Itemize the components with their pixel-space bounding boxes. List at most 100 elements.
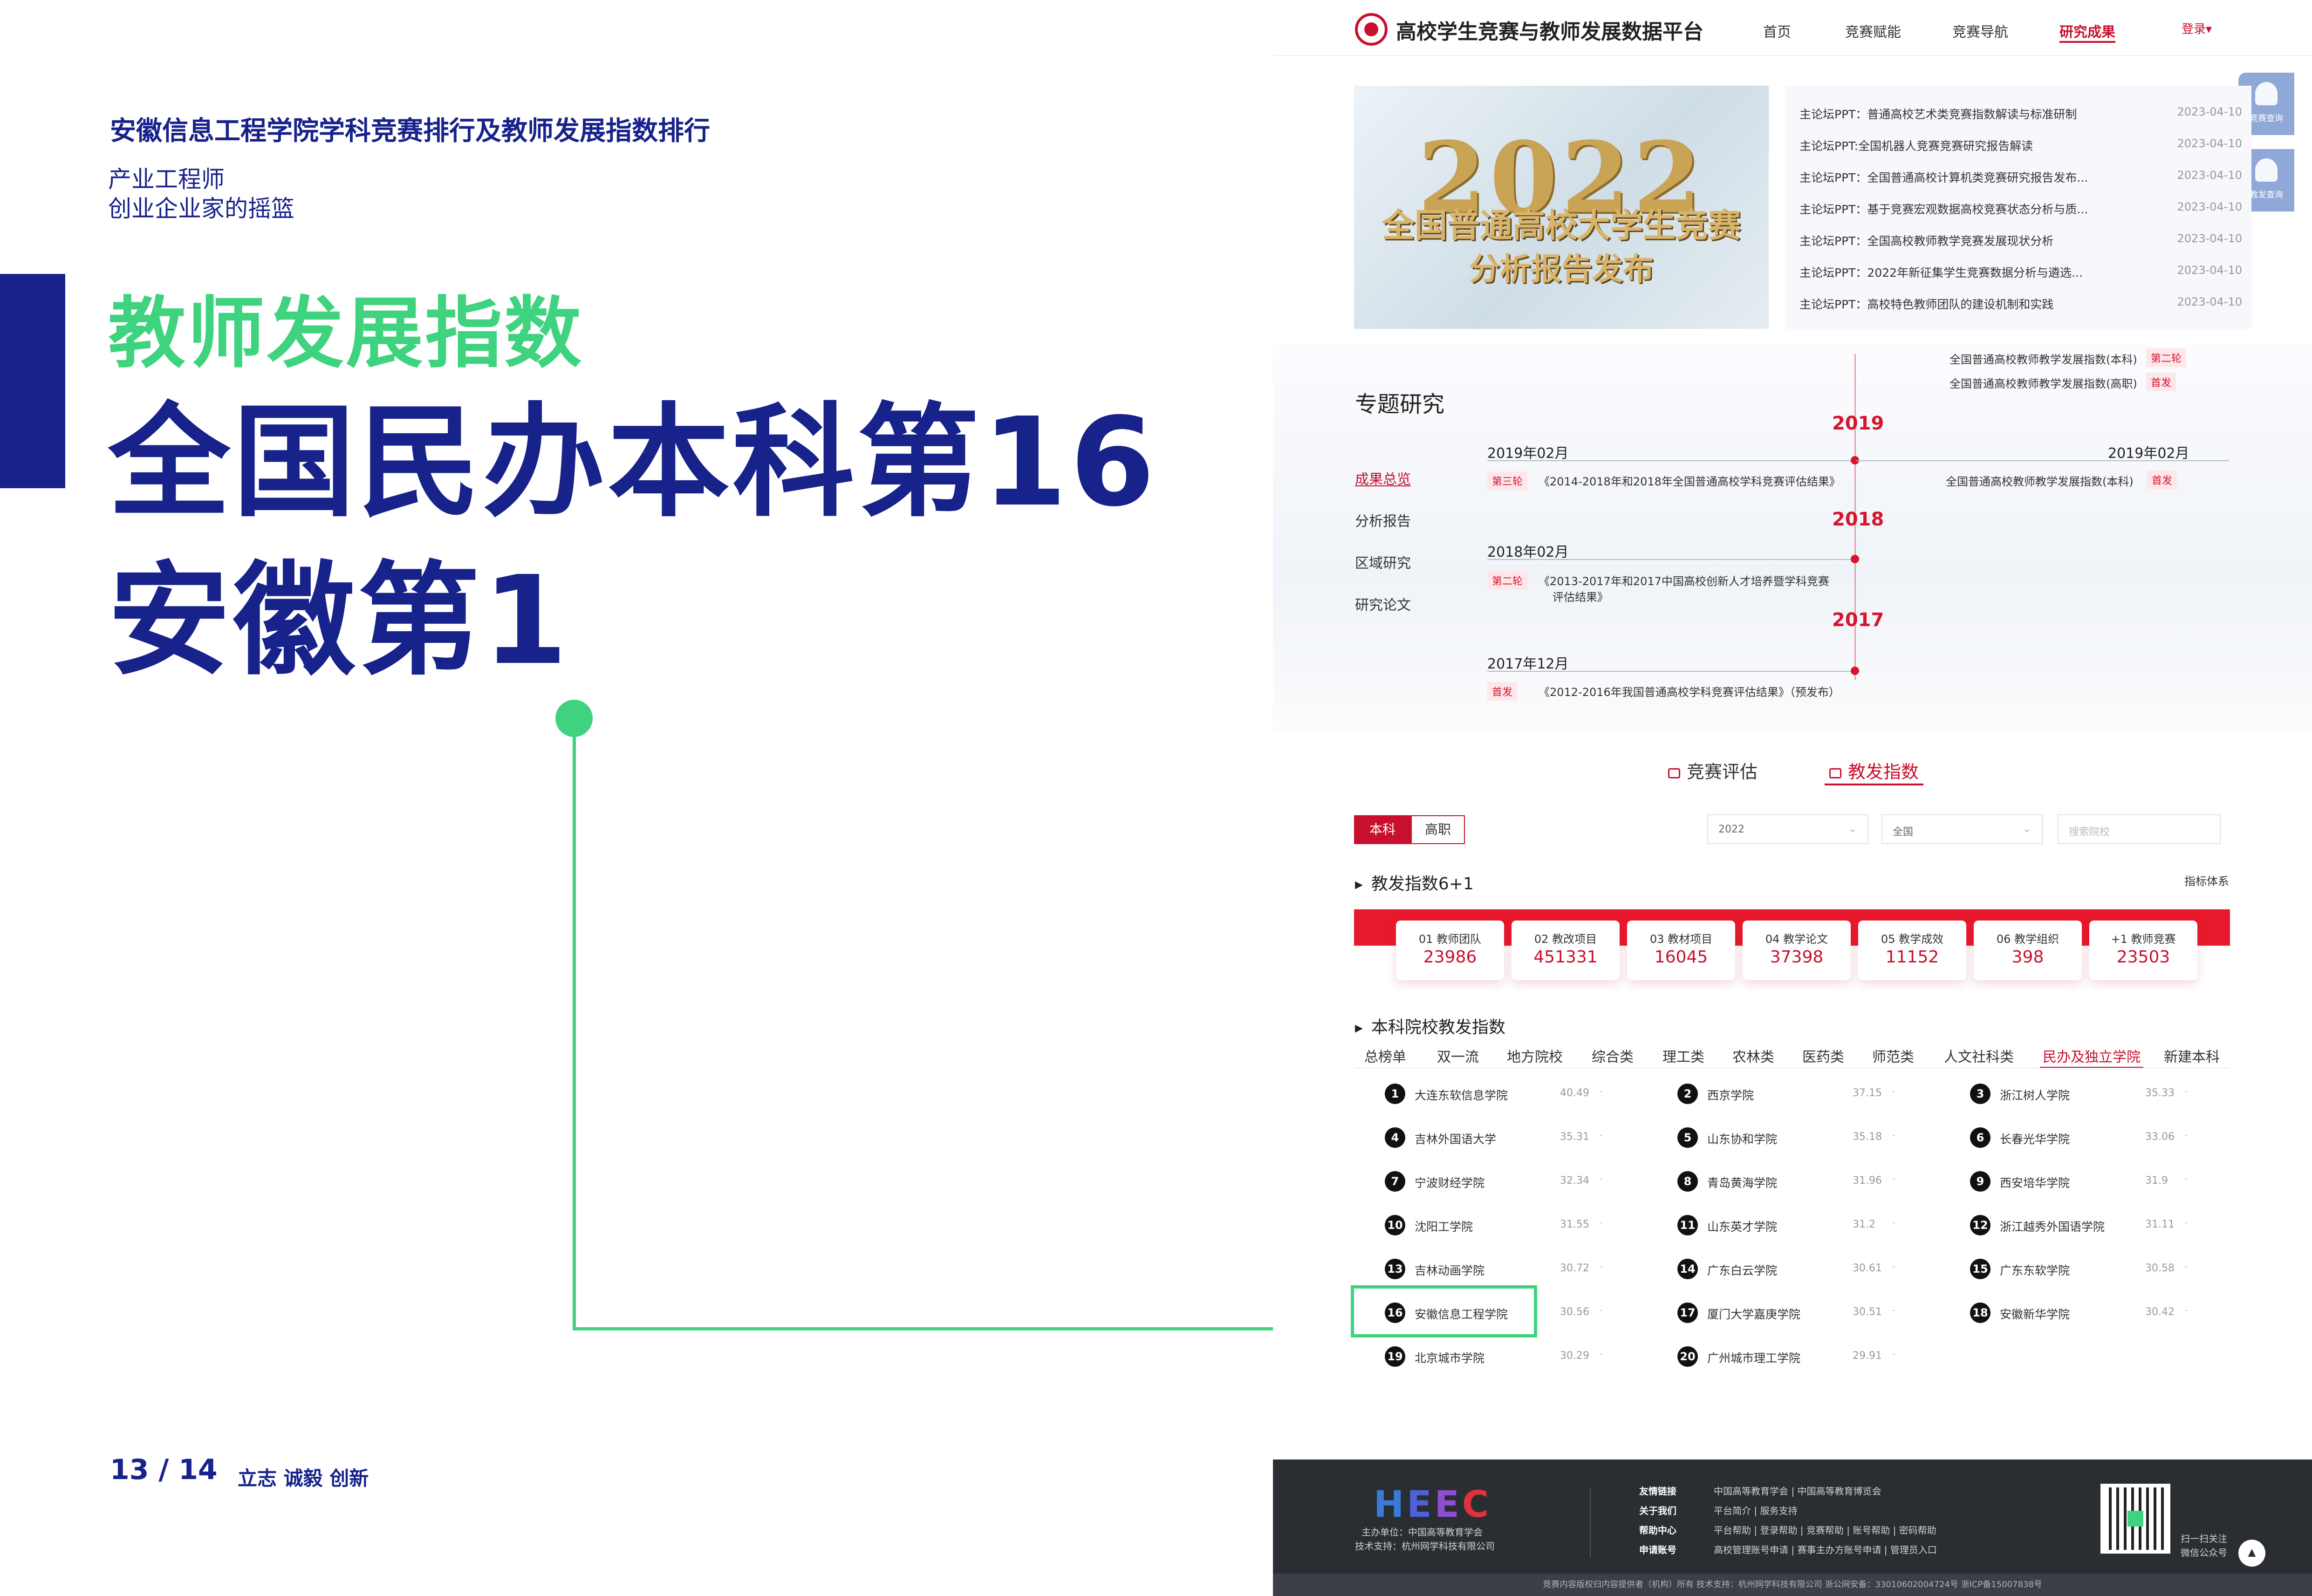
category-tab[interactable]: 综合类 xyxy=(1592,1049,1634,1065)
entry-date: 2019年02月 xyxy=(1487,445,1569,462)
research-tab-regional[interactable]: 区域研究 xyxy=(1355,555,1411,572)
login-dropdown[interactable]: 登录▾ xyxy=(2182,22,2212,36)
category-tab[interactable]: 农林类 xyxy=(1732,1049,1774,1065)
nav-home[interactable]: 首页 xyxy=(1763,24,1791,41)
year-select[interactable]: 2022⌄ xyxy=(1707,814,1868,844)
score-dash: - xyxy=(1892,1173,1895,1185)
float-label: 教发查询 xyxy=(2250,190,2283,200)
news-item[interactable]: 主论坛PPT：2022年新征集学生竞赛数据分析与遴选...2023-04-10 xyxy=(1799,256,2242,284)
category-tab[interactable]: 人文社科类 xyxy=(1944,1049,2014,1065)
brand-title[interactable]: 高校学生竞赛与教师发展数据平台 xyxy=(1396,20,1703,44)
footer-links[interactable]: 平台帮助 | 登录帮助 | 竞赛帮助 | 账号帮助 | 密码帮助 xyxy=(1714,1525,1936,1536)
category-tab[interactable]: 双一流 xyxy=(1437,1049,1479,1065)
research-tab-overview[interactable]: 成果总览 xyxy=(1355,468,1411,488)
indicator-system-link[interactable]: 指标体系 xyxy=(2184,875,2229,888)
tab-competition-eval[interactable]: 竞赛评估 xyxy=(1668,757,1758,783)
timeline-entry[interactable]: 全国普通高校教师教学发展指数(本科) xyxy=(1946,475,2134,488)
rank-badge: 1 xyxy=(1385,1084,1405,1104)
region-select[interactable]: 全国⌄ xyxy=(1881,814,2043,844)
footer-row-label: 帮助中心 xyxy=(1639,1525,1676,1536)
rank-badge: 5 xyxy=(1677,1127,1698,1148)
category-tab[interactable]: 师范类 xyxy=(1872,1049,1914,1065)
report-banner[interactable]: 2022 全国普通高校大学生竞赛 分析报告发布 xyxy=(1354,86,1769,329)
news-item[interactable]: 主论坛PPT：全国普通高校计算机类竞赛研究报告发布...2023-04-10 xyxy=(1799,161,2242,189)
category-tab[interactable]: 理工类 xyxy=(1662,1049,1704,1065)
segment-undergrad[interactable]: 本科 xyxy=(1354,815,1411,844)
school-name: 北京城市学院 xyxy=(1415,1351,1485,1365)
category-tab[interactable]: 地方院校 xyxy=(1507,1049,1563,1065)
segment-vocational[interactable]: 高职 xyxy=(1411,815,1465,844)
timeline-year: 2017 xyxy=(1832,609,1884,631)
university-seal-icon[interactable] xyxy=(1355,13,1388,46)
entry-date: 2017年12月 xyxy=(1487,656,1569,672)
timeline-entry[interactable]: 全国普通高校教师教学发展指数(本科) xyxy=(1949,353,2137,366)
category-tab[interactable]: 新建本科 xyxy=(2164,1049,2220,1065)
rank-badge: 10 xyxy=(1385,1215,1405,1235)
footer-links[interactable]: 中国高等教育学会 | 中国高等教育博览会 xyxy=(1714,1486,1881,1497)
category-tab[interactable]: 总榜单 xyxy=(1364,1049,1406,1065)
timeline-entry[interactable]: 《2013-2017年和2017中国高校创新人才培养暨学科竞赛 xyxy=(1539,575,1829,588)
school-name: 安徽信息工程学院 xyxy=(1415,1308,1508,1321)
school-name: 大连东软信息学院 xyxy=(1415,1089,1508,1102)
timeline-entry[interactable]: 全国普通高校教师教学发展指数(高职) xyxy=(1949,377,2137,390)
category-tab[interactable]: 医药类 xyxy=(1802,1049,1844,1065)
headline-province-rank: 安徽第1 xyxy=(108,550,571,692)
news-title: 主论坛PPT：高校特色教师团队的建设机制和实践 xyxy=(1799,298,2054,311)
footer-links[interactable]: 平台简介 | 服务支持 xyxy=(1714,1505,1798,1516)
back-to-top-icon[interactable]: ▲ xyxy=(2238,1540,2265,1567)
nav-research[interactable]: 研究成果 xyxy=(2059,20,2115,43)
nav-empower[interactable]: 竞赛赋能 xyxy=(1845,24,1901,41)
research-tab-reports[interactable]: 分析报告 xyxy=(1355,513,1411,530)
tab-teaching-index[interactable]: 教发指数 xyxy=(1824,757,1924,785)
trophy-icon xyxy=(2255,82,2278,105)
research-tab-papers[interactable]: 研究论文 xyxy=(1355,597,1411,614)
category-tab[interactable]: 民办及独立学院 xyxy=(2040,1045,2143,1069)
year-select-value: 2022 xyxy=(1718,824,1744,835)
school-search-input[interactable]: 搜索院校 xyxy=(2058,814,2221,844)
score-dash: - xyxy=(2184,1217,2188,1228)
region-select-value: 全国 xyxy=(1893,826,1914,838)
connector-line xyxy=(573,727,576,1330)
nav-guide[interactable]: 竞赛导航 xyxy=(1952,24,2008,41)
score-dash: - xyxy=(2184,1261,2188,1272)
card-value: 451331 xyxy=(1533,948,1598,967)
footer-links[interactable]: 高校管理账号申请 | 赛事主办方账号申请 | 管理员入口 xyxy=(1714,1544,1937,1555)
wechat-qr-code xyxy=(2100,1484,2170,1554)
page-number: 13 / 14 xyxy=(110,1453,218,1486)
news-item[interactable]: 主论坛PPT：基于竞赛宏观数据高校竞赛状态分析与质...2023-04-10 xyxy=(1799,193,2242,221)
timeline-entry[interactable]: 《2014-2018年和2018年全国普通高校学科竞赛评估结果》 xyxy=(1539,475,1840,488)
timeline-entry[interactable]: 《2012-2016年我国普通高校学科竞赛评估结果》（预发布） xyxy=(1539,686,1840,699)
